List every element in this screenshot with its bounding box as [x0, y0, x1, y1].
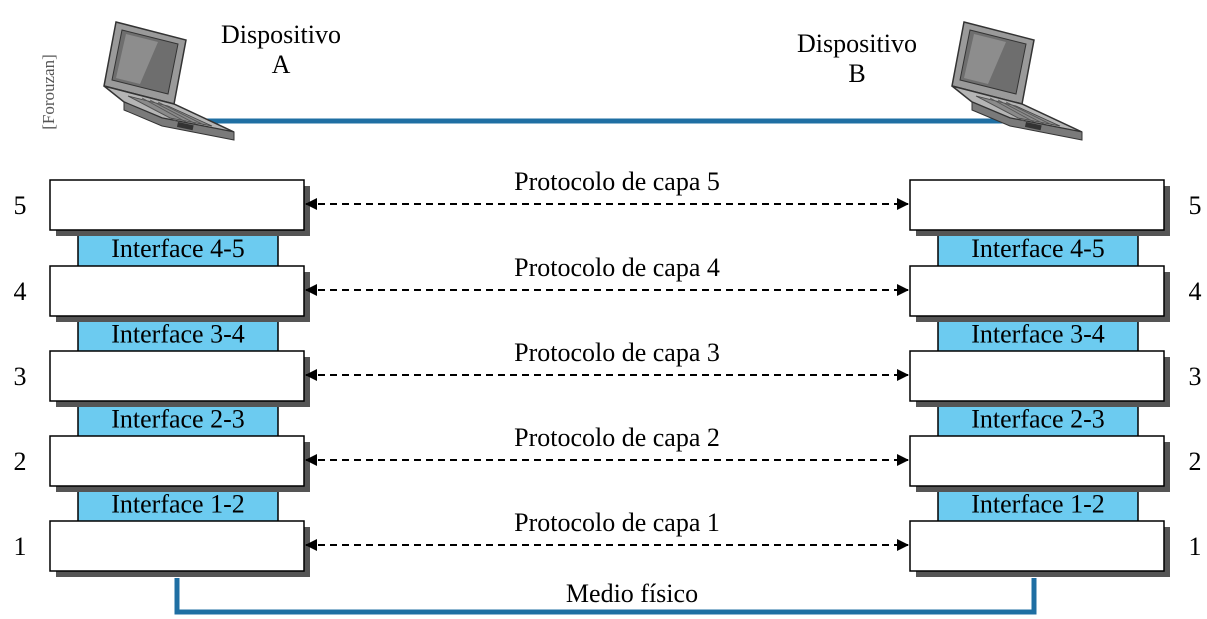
layer-number-right: 5: [1189, 191, 1202, 220]
layer-number-right: 3: [1189, 362, 1202, 391]
layer-number-right: 4: [1189, 277, 1202, 306]
layer-box-right: [909, 179, 1165, 231]
protocol-label: Protocolo de capa 1: [514, 508, 720, 537]
layer-box-right: [909, 435, 1165, 487]
protocol-label: Protocolo de capa 2: [514, 423, 720, 452]
layer-box-left: [49, 265, 305, 317]
layer-number-left: 4: [14, 277, 27, 306]
device-b-letter: B: [848, 59, 865, 88]
layer-box-left: [49, 179, 305, 231]
layer-number-left: 3: [14, 362, 27, 391]
device-b-name: Dispositivo: [797, 29, 917, 58]
layer-number-right: 2: [1189, 447, 1202, 476]
layer-number-left: 5: [14, 191, 27, 220]
physical-medium-line: [174, 578, 1037, 615]
interface-label-left: Interface 3-4: [111, 320, 245, 349]
protocol-label: Protocolo de capa 5: [514, 167, 720, 196]
protocol-label: Protocolo de capa 3: [514, 338, 720, 367]
laptop-icon: [103, 21, 235, 141]
layer-box-left: [49, 520, 305, 572]
interface-label-right: Interface 3-4: [971, 320, 1105, 349]
interface-label-left: Interface 4-5: [111, 234, 245, 263]
layer-number-right: 1: [1189, 532, 1202, 561]
device-a-letter: A: [272, 50, 291, 79]
device-a-name: Dispositivo: [221, 20, 341, 49]
layer-box-right: [909, 265, 1165, 317]
layer-number-left: 2: [14, 447, 27, 476]
protocol-label: Protocolo de capa 4: [514, 253, 720, 282]
layer-box-right: [909, 350, 1165, 402]
interface-label-right: Interface 1-2: [971, 490, 1105, 519]
layer-box-left: [49, 350, 305, 402]
layer-box-left: [49, 435, 305, 487]
layer-number-left: 1: [14, 532, 27, 561]
interface-label-left: Interface 2-3: [111, 405, 245, 434]
interface-label-right: Interface 4-5: [971, 234, 1105, 263]
physical-medium-label: Medio físico: [566, 579, 698, 608]
interface-label-right: Interface 2-3: [971, 405, 1105, 434]
credit-label: [Forouzan]: [39, 54, 58, 130]
interface-label-left: Interface 1-2: [111, 490, 245, 519]
layer-box-right: [909, 520, 1165, 572]
